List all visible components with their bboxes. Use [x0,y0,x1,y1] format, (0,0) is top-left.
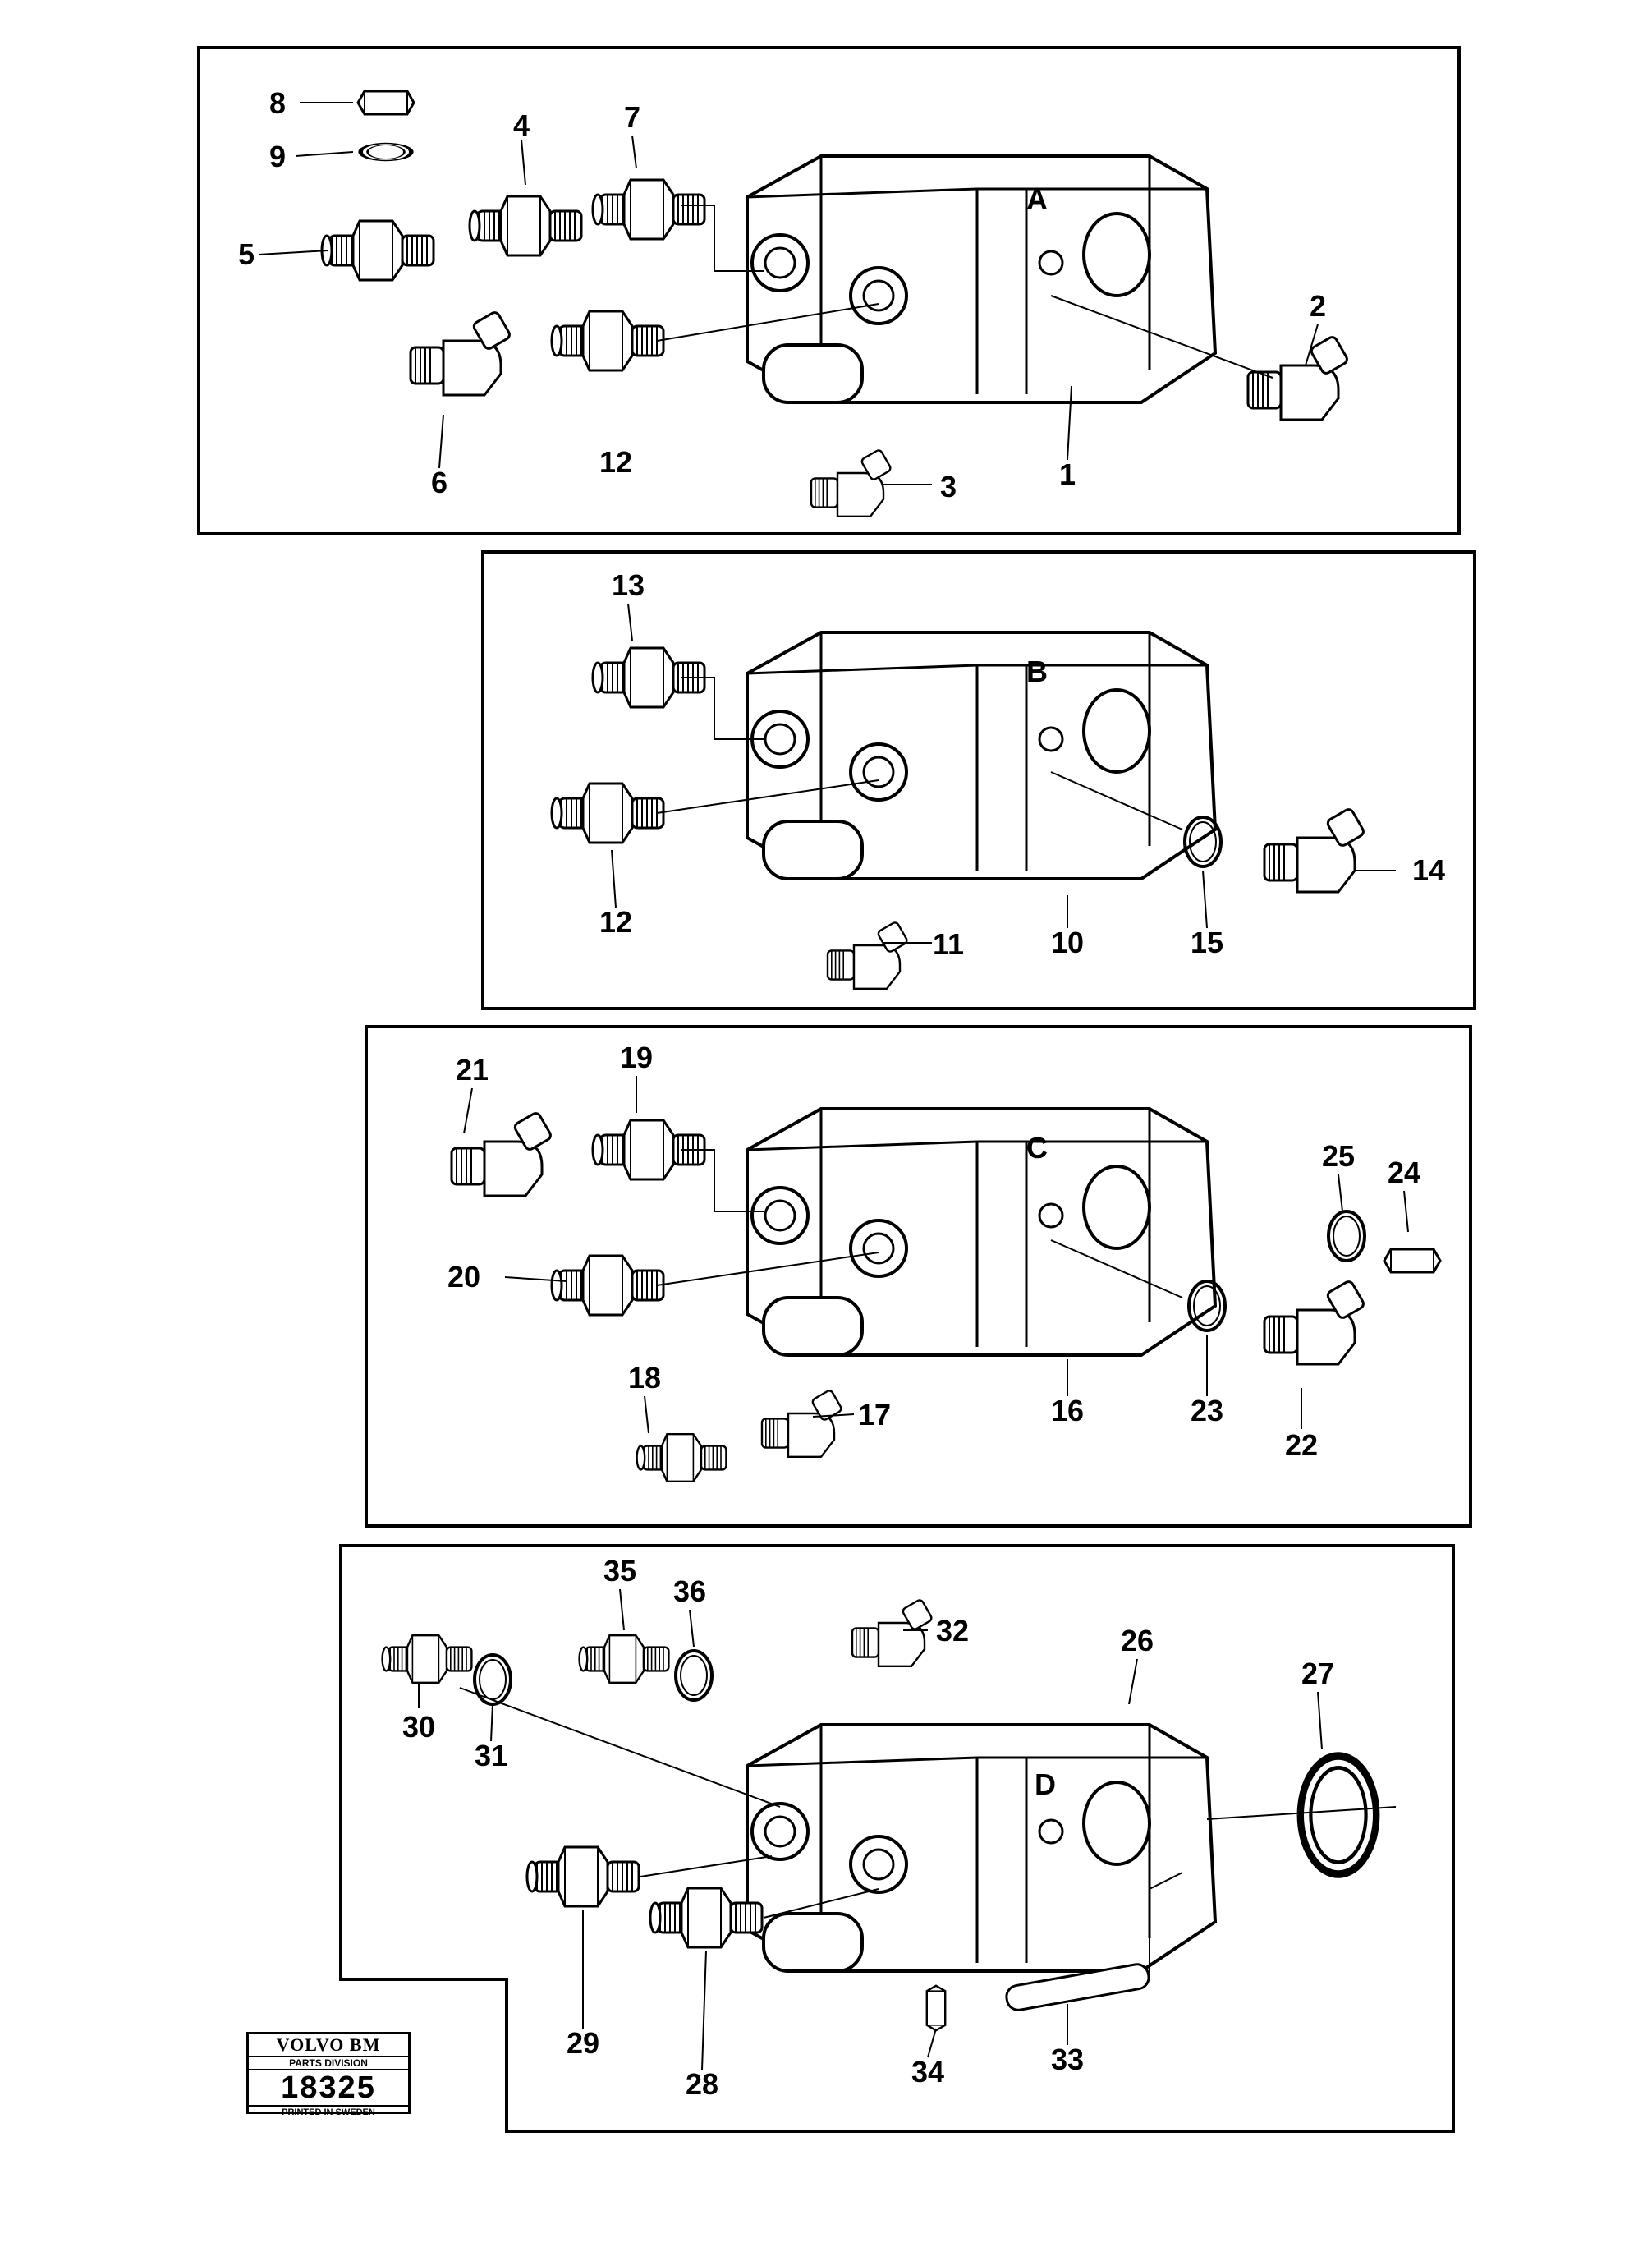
callout-22: 22 [1285,1428,1318,1462]
callout-15: 15 [1191,926,1223,959]
callout-leaders [258,102,1409,2070]
callout-9: 9 [269,140,286,173]
elbow-17 [760,1388,844,1459]
fitting-29 [525,1845,640,1908]
callout-31: 31 [475,1739,507,1772]
callout-6: 6 [431,466,447,499]
fitting-12b [550,782,665,844]
callout-20: 20 [447,1260,480,1294]
oring-25 [1327,1210,1366,1262]
callout-16: 16 [1051,1394,1084,1427]
callout-1: 1 [1059,457,1076,491]
callout-24: 24 [1388,1156,1420,1189]
callout-32: 32 [936,1614,969,1648]
pump-body-b [746,631,1217,880]
callout-18: 18 [628,1361,661,1395]
callout-23: 23 [1191,1394,1223,1427]
callout-10: 10 [1051,926,1084,959]
callout-14: 14 [1412,853,1445,887]
callout-28: 28 [686,2067,718,2101]
panel-letter-a: A [1026,182,1048,216]
callout-35: 35 [603,1554,636,1588]
callout-29: 29 [567,2026,599,2060]
stamp-brand: VOLVO BM [249,2034,408,2057]
stamp-division: PARTS DIVISION [249,2057,408,2070]
elbow-32 [851,1597,934,1668]
elbow-2 [1246,333,1351,421]
panel-b-frame [481,550,1476,1010]
callout-34: 34 [911,2055,944,2089]
fitting-18 [636,1432,727,1483]
callout-5: 5 [238,237,255,271]
fitting-4 [468,195,583,257]
fitting-7 [591,178,706,241]
callout-8: 8 [269,86,286,120]
elbow-22 [1263,1278,1367,1366]
callout-36: 36 [673,1574,706,1608]
callout-11: 11 [933,927,964,961]
callout-19: 19 [620,1041,653,1074]
tee-fitting-5 [320,219,435,282]
elbow-21 [450,1110,554,1197]
elbow-14 [1263,806,1367,894]
nut-34 [925,1984,947,2032]
elbow-11 [826,920,910,990]
callout-7: 7 [624,100,640,134]
stamp-footer: PRINTED IN SWEDEN [282,2107,375,2117]
panel-c-frame [365,1025,1472,1528]
panel-letter-d: D [1035,1767,1056,1801]
oring-27 [1301,1756,1376,1874]
callout-26: 26 [1121,1624,1154,1657]
pump-body-d [746,1723,1217,1973]
fitting-35 [578,1634,670,1684]
panel-letter-c: C [1026,1131,1048,1165]
callout-27: 27 [1301,1657,1334,1690]
elbow-3 [810,448,893,517]
nut-8 [356,90,415,116]
callout-12a: 12 [599,445,632,479]
pump-body-a [746,154,1217,404]
callout-21: 21 [456,1053,489,1087]
oring-9 [360,144,411,161]
callout-17: 17 [858,1398,891,1432]
plug-24 [1383,1248,1442,1274]
stud-33 [1005,1963,1150,2011]
oring-31 [473,1653,512,1706]
callout-12b: 12 [599,905,632,939]
fitting-20 [550,1254,665,1317]
panel-d-frame [339,1544,1455,2133]
oring-36 [674,1649,714,1702]
elbow-6 [409,309,513,397]
panel-a-frame [197,46,1461,535]
callout-4: 4 [513,108,530,142]
callout-3: 3 [940,470,957,503]
fitting-12a [550,310,665,372]
volvo-bm-parts-stamp: VOLVO BM PARTS DIVISION 18325 PRINTED IN… [246,2032,411,2117]
fitting-28 [649,1887,764,1949]
callout-13: 13 [612,568,645,602]
callout-2: 2 [1310,289,1326,323]
callout-33: 33 [1051,2043,1084,2076]
panel-letter-b: B [1026,655,1048,688]
callout-25: 25 [1322,1139,1355,1173]
callout-30: 30 [402,1710,435,1744]
pump-body-c [746,1107,1217,1357]
fitting-30 [381,1634,473,1684]
stamp-number: 18325 [249,2070,408,2107]
